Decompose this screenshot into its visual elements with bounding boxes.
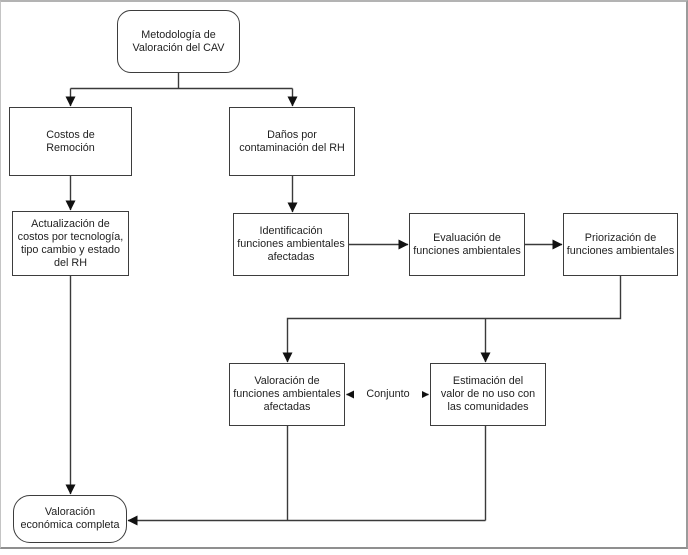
node-metodologia-valoracion-cav: Metodología de Valoración del CAV	[117, 10, 240, 73]
node-priorizacion-funciones: Priorización de funciones ambientales	[563, 213, 678, 276]
node-valoracion-economica-completa: Valoración económica completa	[13, 495, 127, 543]
edge-label-conjunto: Conjunto	[354, 387, 422, 402]
node-valoracion-funciones-afectadas: Valoración de funciones ambientales afec…	[229, 363, 345, 426]
node-evaluacion-funciones: Evaluación de funciones ambientales	[409, 213, 525, 276]
edge-priorizacion-valorfunc	[282, 276, 622, 363]
node-danos-contaminacion-rh: Daños por contaminación del RH	[229, 107, 355, 176]
node-actualizacion-costos: Actualización de costos por tecnología, …	[12, 211, 129, 276]
node-costos-remocion: Costos de Remoción	[9, 107, 132, 176]
node-estimacion-valor-no-uso: Estimación del valor de no uso con las c…	[430, 363, 546, 426]
node-identificacion-funciones: Identificación funciones ambientales afe…	[233, 213, 349, 276]
